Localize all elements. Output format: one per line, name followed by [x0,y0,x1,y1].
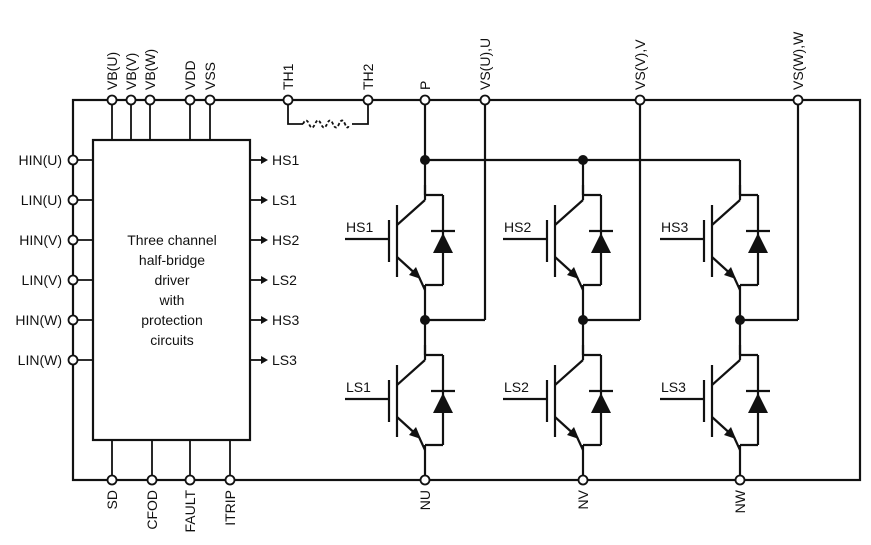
pin-terminal [67,194,79,206]
output-arrow-ls2 [250,276,268,284]
igbt-hs3 [702,183,772,292]
pin-terminal [184,94,196,106]
pin-terminal [577,474,589,486]
igbt-ls1 [387,343,457,452]
pin-terminal [419,474,431,486]
pin-terminal [106,474,118,486]
driver-output-ls1: LS1 [272,192,297,208]
pin-terminal [224,474,236,486]
driver-block-line-2: half-bridge [139,252,205,268]
driver-output-hs2: HS2 [272,232,299,248]
junction-dot [735,315,745,325]
junction-dot [578,315,588,325]
pin-terminal [204,94,216,106]
pin-terminal [419,94,431,106]
switch-label-hs2: HS2 [504,219,531,235]
pin-terminal [67,234,79,246]
driver-block-line-4: with [159,292,185,308]
pin-terminal [125,94,137,106]
output-arrow-hs3 [250,316,268,324]
thermistor [287,100,369,129]
driver-block-line-5: protection [141,312,202,328]
output-arrow-hs2 [250,236,268,244]
pin-terminal [282,94,294,106]
pin-label-vb-w: VB(W) [142,49,158,90]
pin-label-th1: TH1 [280,63,296,90]
pin-terminal [184,474,196,486]
pin-terminal [67,274,79,286]
pin-label-sd: SD [104,490,120,509]
switch-label-hs1: HS1 [346,219,373,235]
pin-terminal [734,474,746,486]
pin-label-lin-w: LIN(W) [18,352,62,368]
switch-label-ls2: LS2 [504,379,529,395]
pin-terminal [106,94,118,106]
pin-label-hin-w: HIN(W) [15,312,62,328]
switch-label-ls1: LS1 [346,379,371,395]
junction-dot [420,315,430,325]
pin-label-vb-u: VB(U) [104,52,120,90]
pin-terminal [479,94,491,106]
driver-output-ls3: LS3 [272,352,297,368]
pin-label-itrip: ITRIP [222,490,238,526]
igbt-ls3 [702,343,772,452]
pin-label-th2: TH2 [360,63,376,90]
pin-terminal [67,354,79,366]
pin-terminal [634,94,646,106]
igbt-ls2 [545,343,615,452]
pin-terminal [362,94,374,106]
pin-terminal [67,314,79,326]
pin-label-lin-v: LIN(V) [22,272,62,288]
pin-label-fault: FAULT [182,490,198,533]
junction-dot [578,155,588,165]
driver-output-hs1: HS1 [272,152,299,168]
pin-label-vss: VSS [202,62,218,90]
igbt-hs1 [387,183,457,292]
pin-label-vb-v: VB(V) [123,53,139,90]
output-arrow-hs1 [250,156,268,164]
switch-label-ls3: LS3 [661,379,686,395]
igbt-hs2 [545,183,615,292]
pin-label-nu: NU [417,490,433,510]
driver-output-hs3: HS3 [272,312,299,328]
pin-label-hin-u: HIN(U) [18,152,62,168]
driver-block-line-6: circuits [150,332,194,348]
pin-terminal [146,474,158,486]
pin-label-nv: NV [575,489,591,509]
switch-label-hs3: HS3 [661,219,688,235]
pin-label-vdd: VDD [182,60,198,90]
pin-label-cfod: CFOD [144,490,160,530]
driver-block [91,138,252,442]
module-outline [71,98,862,482]
pin-label-vs-w: VS(W),W [790,31,806,90]
driver-block-line-1: Three channel [127,232,217,248]
pin-label-vs-u: VS(U),U [477,38,493,90]
pin-label-p: P [417,81,433,90]
output-arrow-ls3 [250,356,268,364]
pin-label-hin-v: HIN(V) [19,232,62,248]
driver-output-ls2: LS2 [272,272,297,288]
pin-label-lin-u: LIN(U) [21,192,62,208]
pin-label-nw: NW [732,489,748,513]
pin-terminal [792,94,804,106]
output-arrow-ls1 [250,196,268,204]
pin-label-vs-v: VS(V),V [632,39,648,90]
junction-dot [420,155,430,165]
driver-block-line-3: driver [154,272,189,288]
pin-terminal [144,94,156,106]
pin-terminal [67,154,79,166]
